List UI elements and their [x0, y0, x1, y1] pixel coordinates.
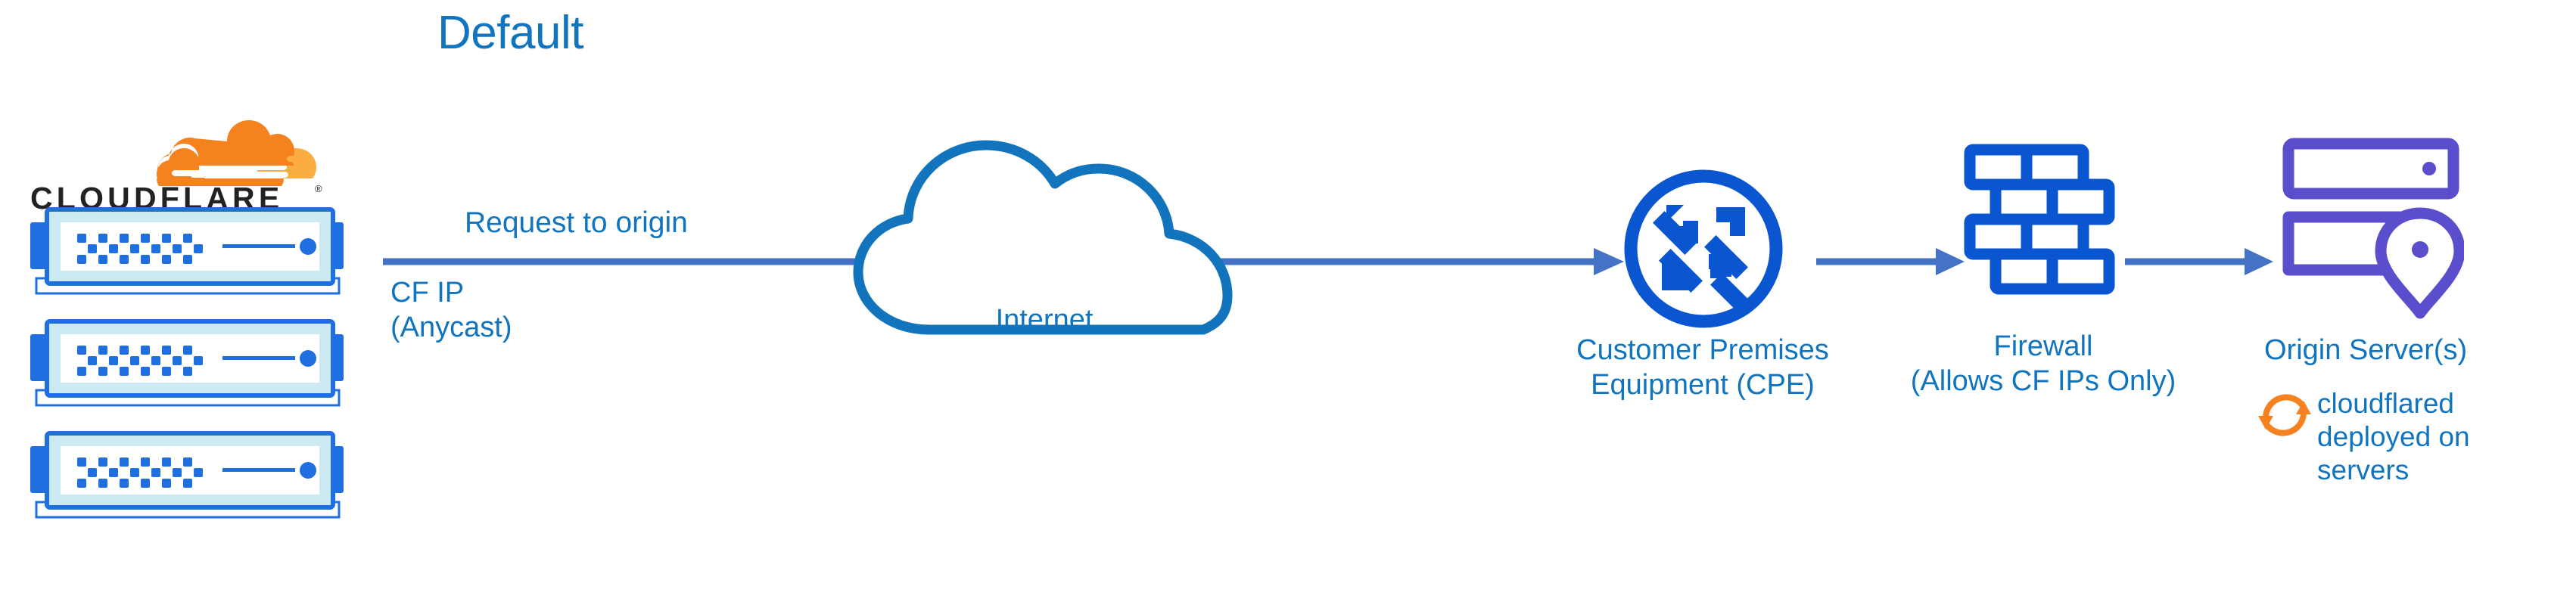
logo-trademark-icon: ® [315, 183, 322, 194]
cpe-label: Customer Premises Equipment (CPE) [1576, 334, 1829, 401]
cf-ip-label: CF IP (Anycast) [390, 277, 512, 343]
server-status-led [300, 238, 316, 255]
edge-cpe-firewall-arrow [1816, 239, 1965, 284]
internet-label: Internet [995, 304, 1094, 336]
logo-wordmark: CLOUDFLARE [30, 181, 283, 212]
cloudflare-logo: CLOUDFLARE ® [30, 113, 333, 212]
edge-main-label: Request to origin [465, 206, 688, 239]
firewall-label: Firewall (Allows CF IPs Only) [1910, 330, 2176, 397]
server-location-pin-icon [2282, 138, 2464, 319]
server-vent-dots [77, 234, 203, 264]
router-icon [1619, 165, 1787, 333]
server-status-line [222, 244, 295, 248]
cloudflare-server-unit [17, 429, 348, 520]
cloudflare-server-unit [17, 206, 348, 296]
edge-firewall-origin-arrow [2125, 239, 2273, 284]
origin-server-label: Origin Server(s) [2264, 334, 2468, 366]
refresh-sync-icon [2255, 386, 2314, 445]
cloudflare-server-unit [17, 318, 348, 408]
cloud-icon [840, 112, 1264, 339]
cloudflared-annotation: cloudflared deployed on servers [2317, 388, 2470, 485]
page-title: Default [437, 7, 583, 59]
brick-wall-icon [1964, 144, 2115, 302]
